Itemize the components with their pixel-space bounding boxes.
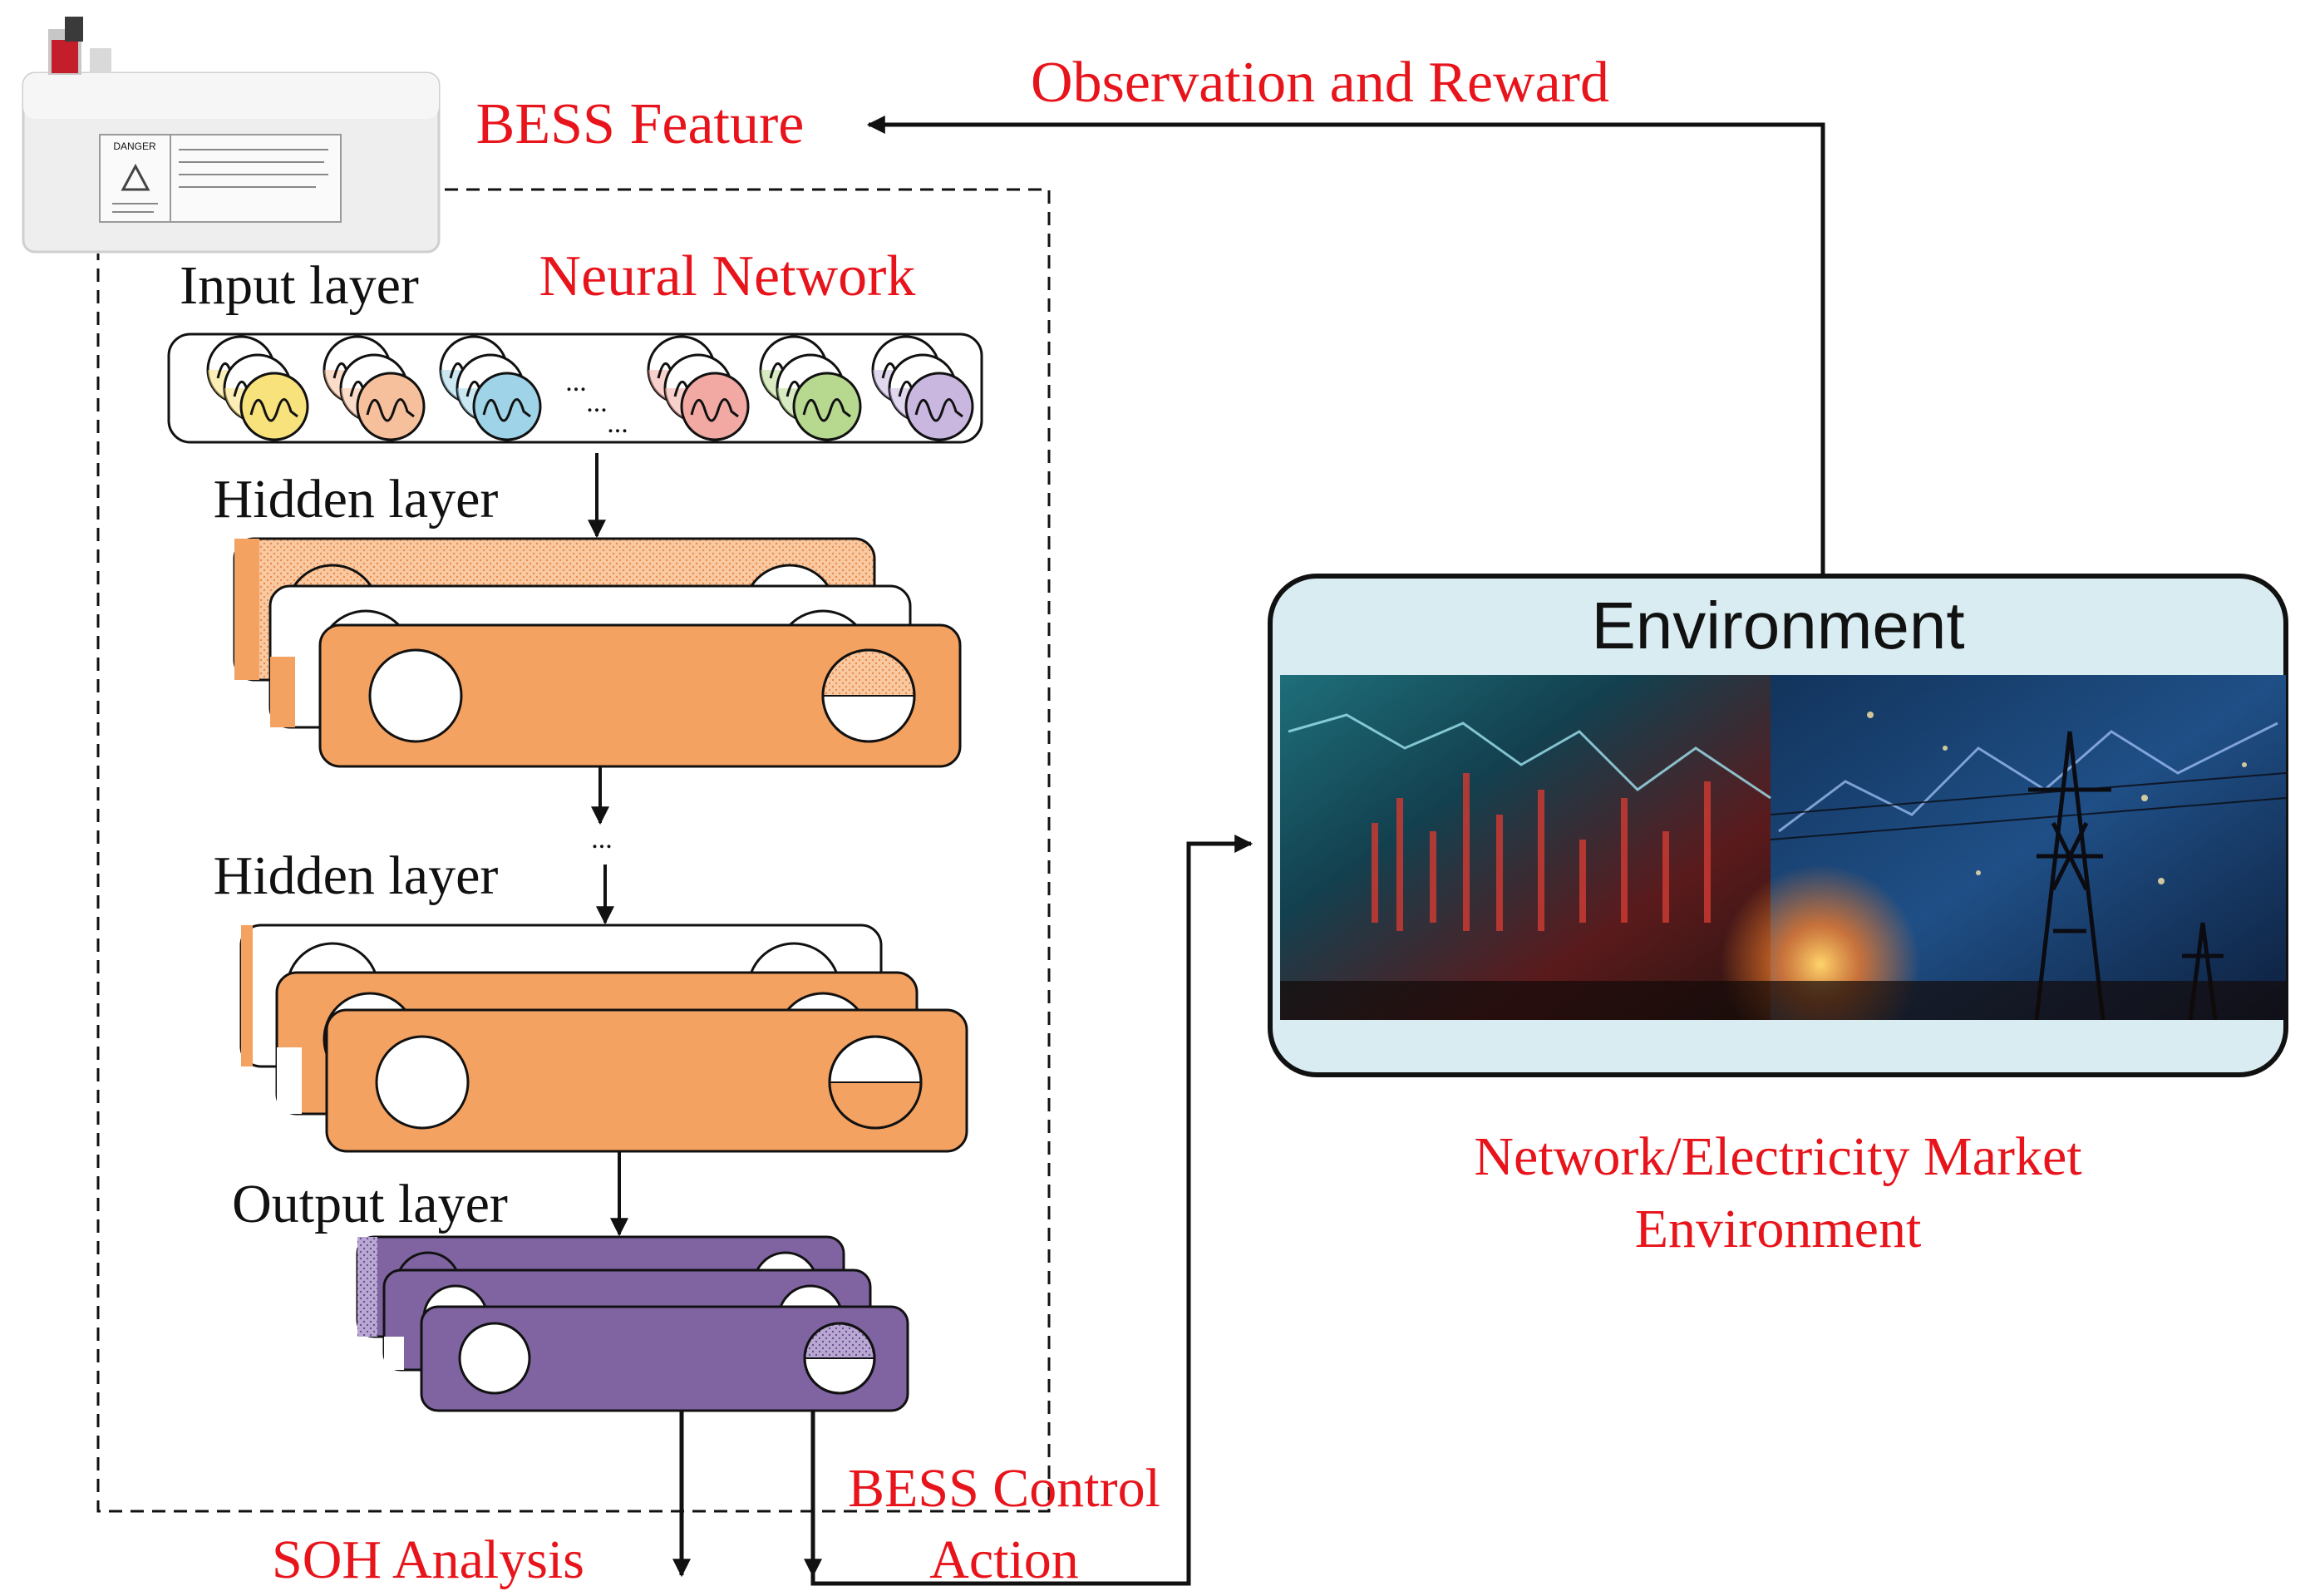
input-ellipsis-2: ... [586,387,608,418]
environment-panel: Environment [1268,574,2288,1077]
waveform-neuron-icon [904,372,974,441]
battery-icon: DANGER [22,17,441,254]
input-ellipsis-3: ... [607,408,628,439]
battery-danger-label: DANGER [113,140,156,152]
output-layer-label: Output layer [232,1174,508,1234]
hidden-layer-2-stack [239,924,968,1153]
market-environment-label-line2: Environment [1635,1199,1922,1259]
observation-reward-flow [866,116,1825,574]
waveform-neuron-icon [356,372,426,441]
waveform-neuron-icon [680,372,750,441]
hidden-layer-2-label: Hidden layer [214,845,499,906]
output-layer-stack [356,1235,909,1412]
waveform-neuron-icon [239,372,309,441]
input-neurons [206,335,974,441]
market-grid-photo [1280,675,2286,1020]
hidden-layer-1-stack [233,537,962,768]
waveform-neuron-icon [472,372,542,441]
input-ellipsis-1: ... [565,367,587,397]
bess-control-label-line2: Action [929,1530,1079,1590]
observation-reward-label: Observation and Reward [1031,51,1609,115]
neural-network-label: Neural Network [539,244,916,308]
control-action-flow [810,835,1254,1586]
neural-network-boundary [96,188,1051,1513]
waveform-neuron-icon [792,372,862,441]
input-layer-label: Input layer [180,255,419,316]
hidden-layer-1-label: Hidden layer [214,469,499,530]
soh-analysis-label: SOH Analysis [272,1530,584,1590]
bess-feature-label: BESS Feature [476,92,805,156]
market-environment-label-line1: Network/Electricity Market [1474,1126,2081,1187]
bess-control-label-line1: BESS Control [848,1458,1160,1519]
environment-title: Environment [1591,589,1964,663]
hidden-ellipsis: ... [591,824,613,855]
